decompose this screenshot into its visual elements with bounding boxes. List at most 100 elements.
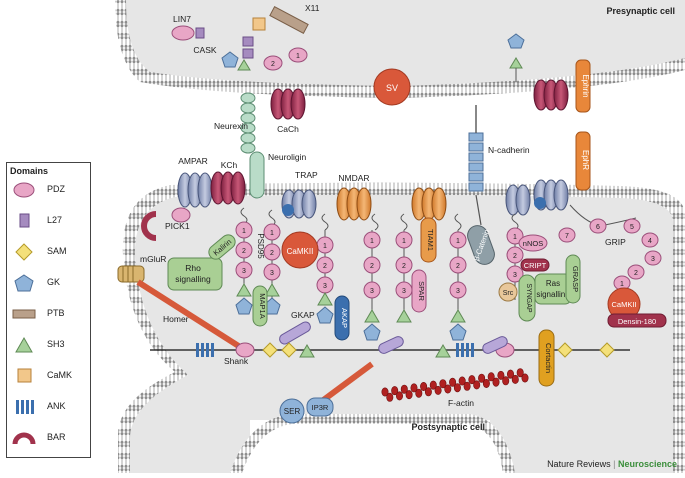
lin7-label: LIN7 <box>173 14 191 24</box>
svg-text:3: 3 <box>270 270 274 277</box>
factin-bead <box>386 392 394 402</box>
calcium-channel-presynaptic <box>270 88 306 120</box>
footer-section: Neuroscience <box>617 459 677 469</box>
grasp-shape <box>565 254 581 304</box>
x11-pdz-2 <box>263 55 283 71</box>
kch-label: KCh <box>221 160 238 170</box>
factin-bead <box>429 380 437 390</box>
grip-scaffold <box>558 204 662 291</box>
nmdar-shape-2 <box>411 187 447 221</box>
legend-item-sam: SAM <box>7 241 90 263</box>
factin-bead <box>424 387 432 397</box>
psd95-column-3 <box>316 230 334 324</box>
pick1-label: PICK1 <box>165 221 190 231</box>
legend-item-camk: CaMK <box>7 365 90 387</box>
svg-text:6: 6 <box>596 224 600 231</box>
camkii-left <box>281 231 319 269</box>
legend-item-bar: BAR <box>7 427 90 449</box>
factin-bead <box>449 377 457 387</box>
channel-right-b <box>533 179 569 211</box>
x11-ptb-shape <box>269 5 309 35</box>
svg-text:1: 1 <box>296 53 300 60</box>
camkii-right-label: CaMKII <box>611 300 636 309</box>
ras-label-1: Ras <box>546 279 560 288</box>
ser-shape <box>279 398 305 424</box>
ank-stripes-icon <box>16 400 34 414</box>
trap-label: TRAP <box>295 170 318 180</box>
kalirin-shape <box>208 234 236 260</box>
cask-gk-shape <box>221 51 239 68</box>
gkap-label: GKAP <box>291 310 315 320</box>
homer-label: Homer <box>163 314 189 324</box>
svg-text:2: 2 <box>271 61 275 68</box>
ncadherin-label: N-cadherin <box>488 145 530 155</box>
factin-bead <box>444 384 452 394</box>
cask-sh3-shape <box>237 59 251 71</box>
svg-text:1: 1 <box>513 234 517 241</box>
factin-bead <box>492 377 500 387</box>
nmdar-shape <box>336 187 372 221</box>
svg-text:1: 1 <box>370 238 374 245</box>
ip3r-shape <box>306 397 334 417</box>
factin-bead <box>420 381 428 391</box>
factin-bead <box>478 373 486 383</box>
presynaptic-label: Presynaptic cell <box>606 6 675 16</box>
catenin-shape <box>467 225 495 265</box>
cask-l27-b <box>242 48 254 59</box>
factin-bead <box>463 381 471 391</box>
ephrin-label: Ephrin <box>581 74 590 97</box>
ser-label: SER <box>284 407 301 416</box>
l27-rect-icon <box>19 213 30 228</box>
svg-text:3: 3 <box>456 288 460 295</box>
svg-text:3: 3 <box>402 288 406 295</box>
svg-text:2: 2 <box>242 248 246 255</box>
rho-signalling-box <box>167 257 223 291</box>
factin-bead <box>391 386 399 396</box>
cask-label: CASK <box>193 45 216 55</box>
factin-bead <box>521 373 529 383</box>
factin-bead <box>434 385 442 395</box>
factin-bead <box>516 368 524 378</box>
grip-label: GRIP <box>605 237 626 247</box>
calcium-channel-right <box>533 79 569 111</box>
ncadherin-shape <box>468 132 484 192</box>
factin-bead <box>511 374 519 384</box>
trap-shape <box>281 189 317 219</box>
camkii-left-label: CaMKII <box>287 247 314 256</box>
psd95-column-5 <box>395 230 413 323</box>
gk-pentagon-icon <box>14 274 34 292</box>
synaptic-vesicle <box>373 68 411 106</box>
densin-shape <box>607 313 667 328</box>
svg-text:2: 2 <box>370 263 374 270</box>
factin-bead <box>400 384 408 394</box>
sv-label: SV <box>386 83 398 93</box>
factin-bead <box>405 390 413 400</box>
lin7-l27-shape <box>195 27 205 39</box>
pick1-pdz <box>171 207 191 223</box>
domains-legend: Domains PDZ L27 SAM GK PTB SH3 CaMK ANK … <box>6 162 91 458</box>
factin-bead <box>482 378 490 388</box>
factin-bead <box>473 380 481 390</box>
psd95-column-1 <box>235 221 253 315</box>
rho-label-1: Rho <box>185 263 201 273</box>
sh3-triangle-icon <box>15 336 33 353</box>
footer-separator: | <box>613 459 616 469</box>
factin-bead <box>468 375 476 385</box>
factin-bead <box>502 376 510 386</box>
pick1-bar-shape <box>141 211 157 241</box>
nnos-shape <box>518 234 548 252</box>
factin-bead <box>487 372 495 382</box>
svg-text:1: 1 <box>402 238 406 245</box>
tiam1-shape <box>420 217 437 263</box>
footer-journal: Nature Reviews <box>547 459 611 469</box>
svg-text:4: 4 <box>648 238 652 245</box>
cortactin-shape <box>538 329 555 387</box>
ampar-label: AMPAR <box>178 156 208 166</box>
svg-text:3: 3 <box>370 288 374 295</box>
svg-text:3: 3 <box>242 268 246 275</box>
svg-text:2: 2 <box>402 263 406 270</box>
tiam1-label: TIAM1 <box>426 229 435 251</box>
factin-bead <box>506 369 514 379</box>
sam-diamond-icon <box>15 243 33 261</box>
